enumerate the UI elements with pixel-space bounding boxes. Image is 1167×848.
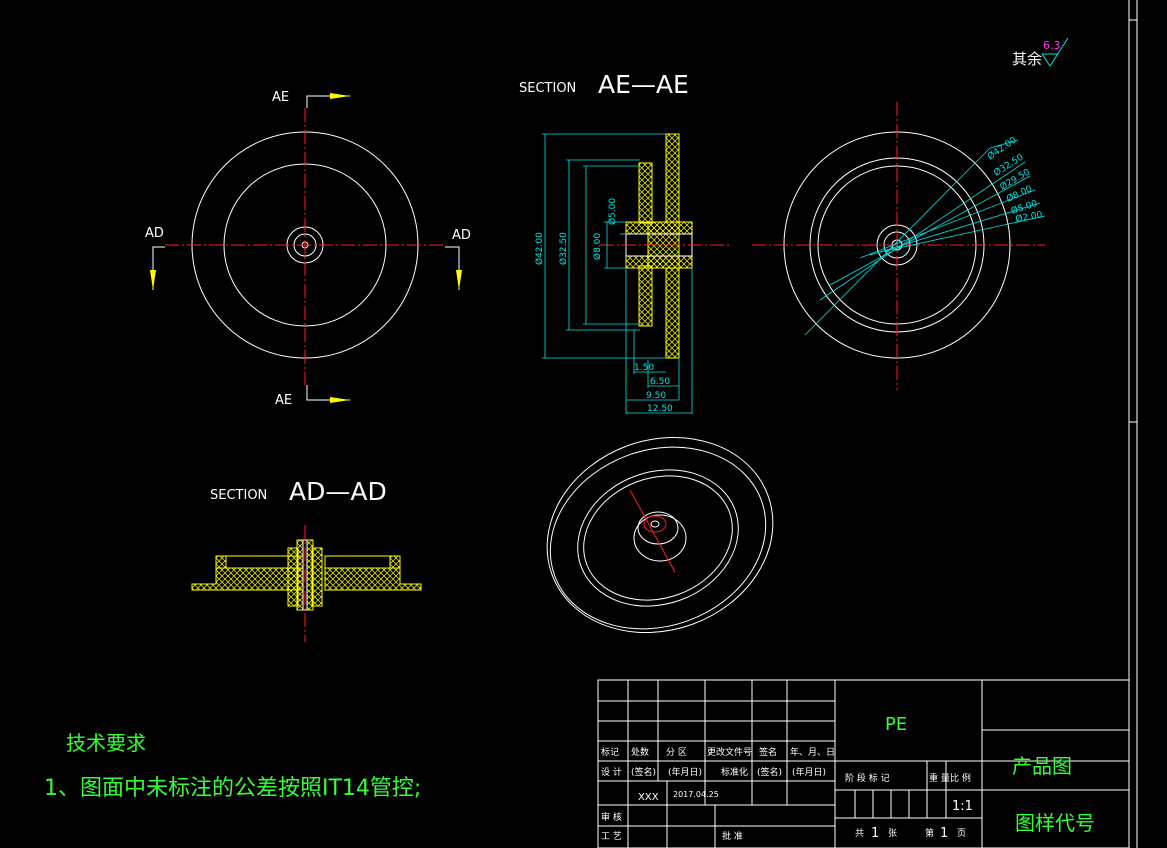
tb-label-date: 年、月、日 [790, 746, 835, 758]
tb-label-standard-sign: (签名) [757, 766, 782, 778]
tb-product-name: 产品图 [1012, 754, 1072, 778]
tb-sheet-unit: 页 [957, 828, 966, 839]
tb-drawing-code: 图样代号 [1015, 811, 1095, 835]
roughness-label: 其余 [1012, 50, 1042, 68]
dim-v-4: Ø5.00 [607, 198, 618, 225]
isometric-view [546, 436, 774, 634]
notes-item-1: 1、图面中未标注的公差按照IT14管控; [44, 776, 421, 801]
tb-review: 审 核 [601, 811, 622, 823]
tb-label-design-date: (年月日) [668, 766, 702, 778]
right-view: Ø42.00 Ø32.50 Ø29.50 Ø8.00 Ø5.00 Ø2.00 [752, 102, 1046, 390]
tb-weight-label: 重 量 [929, 772, 950, 784]
title-block: 标记 处数 分 区 更改文件号 签名 年、月、日 设 计 (签名) (年月日) … [597, 679, 1130, 848]
dim-h-3: 9.50 [646, 391, 666, 401]
tb-stage-label: 阶 段 标 记 [845, 772, 890, 784]
label-ae-bottom: AE [275, 393, 292, 408]
section-ad-prefix: SECTION [210, 488, 267, 503]
tb-date: 2017.04.25 [673, 790, 719, 799]
tb-scale-label: 比 例 [950, 772, 971, 784]
section-ae-marker-top: AE [272, 90, 350, 108]
technical-notes: 技术要求 1、图面中未标注的公差按照IT14管控; [44, 731, 421, 801]
tb-label-design: 设 计 [601, 766, 622, 778]
tb-sheet-no: 1 [940, 826, 948, 841]
roughness-value: 6.3 [1043, 39, 1061, 52]
dim-v-3: Ø8.00 [592, 233, 603, 260]
tb-label-sign: 签名 [759, 746, 777, 758]
section-ae-view: SECTION AE—AE Ø42.00 Ø32.50 Ø8.00 [519, 70, 730, 414]
dim-h-4: 12.50 [647, 404, 673, 414]
section-ae-marker-bottom: AE [275, 385, 350, 408]
tb-designer: XXX [638, 792, 659, 803]
tb-label-change-doc: 更改文件号 [707, 746, 752, 758]
tb-label-zone: 分 区 [666, 747, 687, 758]
leader-dim-6: Ø2.00 [1015, 209, 1044, 225]
tb-material: PE [885, 714, 907, 735]
tb-sheets-total-label: 共 [855, 828, 864, 839]
tb-sheets-total: 1 [871, 826, 879, 841]
tb-label-standard: 标准化 [721, 766, 748, 778]
drawing-border [1128, 0, 1138, 848]
section-ad-name: AD—AD [289, 477, 387, 506]
tb-process: 工 艺 [601, 831, 622, 842]
label-ae-top: AE [272, 90, 289, 105]
tb-label-standard-date: (年月日) [792, 766, 826, 778]
tb-label-count: 处数 [631, 746, 649, 758]
tb-approve: 批 准 [722, 830, 743, 842]
front-view: AE AE AD AD [145, 90, 471, 408]
section-ae-name: AE—AE [598, 70, 689, 99]
notes-title: 技术要求 [66, 731, 146, 755]
dim-h-2: 6.50 [650, 377, 670, 387]
tb-sheet-label: 第 [925, 827, 934, 839]
tb-label-design-sign: (签名) [631, 766, 656, 778]
section-ad-marker-right: AD [445, 228, 471, 290]
dim-v-1: Ø42.00 [534, 232, 545, 265]
section-ad-marker-left: AD [145, 226, 165, 290]
label-ad-left: AD [145, 226, 164, 241]
tb-scale-value: 1:1 [952, 799, 973, 814]
section-ae-prefix: SECTION [519, 81, 576, 96]
section-ad-view: SECTION AD—AD [191, 477, 422, 642]
tb-sheets-unit: 张 [888, 828, 897, 839]
dim-h-1: 1.50 [634, 363, 654, 373]
surface-roughness-symbol: 其余 6.3 [1012, 37, 1069, 68]
dim-v-2: Ø32.50 [558, 232, 569, 265]
label-ad-right: AD [452, 228, 471, 243]
tb-label-mark: 标记 [601, 746, 619, 758]
